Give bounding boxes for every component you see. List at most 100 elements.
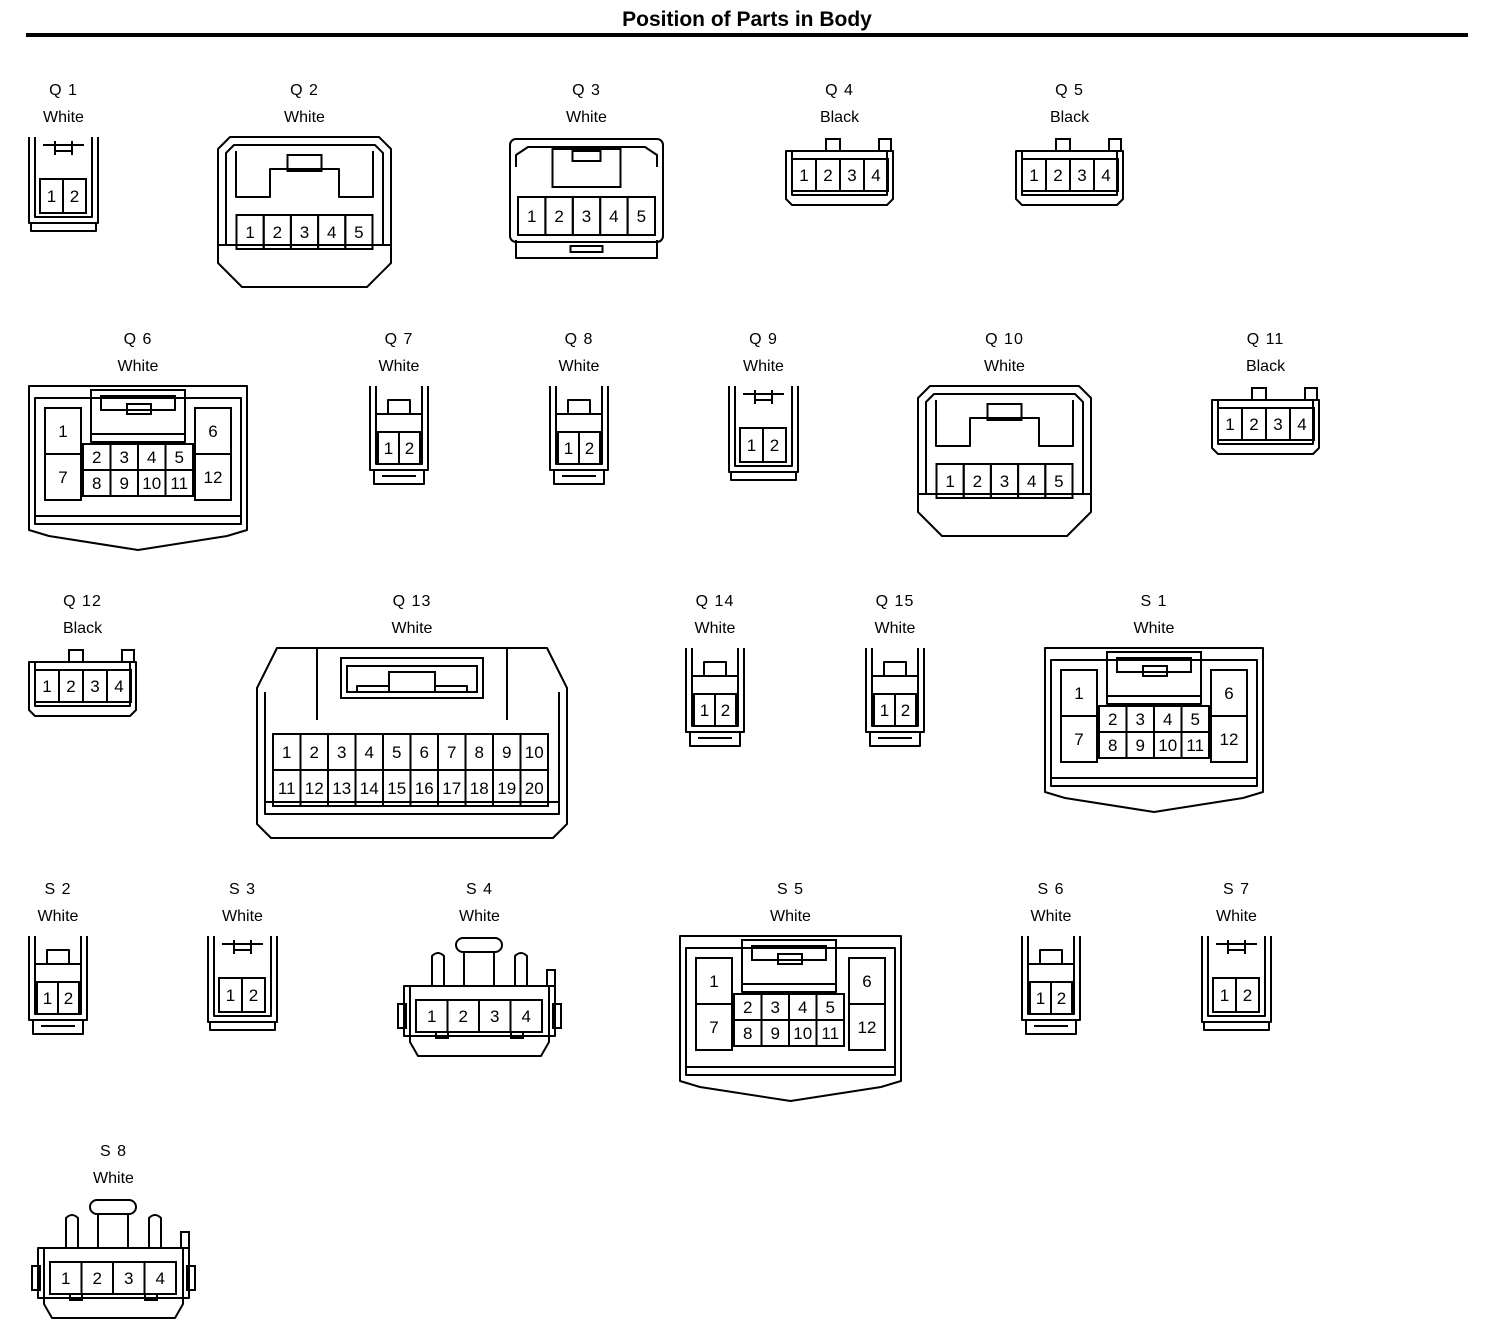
pin-number: 1 bbox=[384, 439, 393, 458]
connector-color: White bbox=[93, 1170, 134, 1187]
connector-housing bbox=[28, 385, 248, 551]
pin-cell bbox=[762, 427, 787, 463]
pin-number: 8 bbox=[475, 743, 484, 762]
pin-cell bbox=[106, 669, 132, 703]
connector-color: White bbox=[118, 358, 159, 375]
connector-color: White bbox=[222, 908, 263, 925]
title-rule bbox=[26, 33, 1468, 37]
pin-number: 4 bbox=[1101, 166, 1110, 185]
latch bbox=[46, 949, 70, 965]
connector-id: S 3 bbox=[229, 881, 256, 898]
pin-number: 6 bbox=[420, 743, 429, 762]
connector-housing bbox=[256, 647, 568, 839]
connector-id: S 7 bbox=[1223, 881, 1250, 898]
pin-number: 1 bbox=[799, 166, 808, 185]
pin-number: 1 bbox=[1036, 989, 1045, 1008]
pin-number: 2 bbox=[1057, 989, 1066, 1008]
pin-cell bbox=[241, 977, 266, 1013]
pin-number: 1 bbox=[1029, 166, 1038, 185]
connector-housing bbox=[1211, 399, 1320, 455]
pin-cell bbox=[62, 178, 87, 214]
pin-number: 11 bbox=[170, 474, 188, 493]
latch bbox=[455, 937, 503, 953]
pin-cell bbox=[1289, 407, 1315, 441]
pin-number: 1 bbox=[880, 701, 889, 720]
pin-number: 2 bbox=[554, 207, 563, 226]
pin-number: 3 bbox=[124, 1269, 133, 1288]
pin-number: 4 bbox=[798, 998, 807, 1017]
connector-id: S 2 bbox=[44, 881, 71, 898]
connector-color: White bbox=[984, 358, 1025, 375]
connector-color: White bbox=[459, 908, 500, 925]
latch bbox=[935, 400, 1074, 447]
pin-number: 1 bbox=[747, 436, 756, 455]
pin-number: 1 bbox=[1225, 415, 1234, 434]
pin-number: 2 bbox=[310, 743, 319, 762]
pin-number: 5 bbox=[354, 223, 363, 242]
pin-number: 2 bbox=[585, 439, 594, 458]
pin-number: 6 bbox=[862, 972, 871, 991]
pin-number: 1 bbox=[945, 472, 954, 491]
pin-number: 18 bbox=[470, 779, 489, 798]
pin-number: 1 bbox=[700, 701, 709, 720]
connector-id: Q 7 bbox=[385, 331, 414, 348]
pin-number: 1 bbox=[42, 677, 51, 696]
pin-number: 3 bbox=[1136, 710, 1145, 729]
pin-number: 12 bbox=[858, 1018, 877, 1037]
connector-id: S 8 bbox=[100, 1143, 127, 1160]
connector-id: Q 2 bbox=[290, 82, 319, 99]
pin-number: 5 bbox=[175, 448, 184, 467]
pin-number: 11 bbox=[278, 779, 296, 798]
pin-number: 10 bbox=[525, 743, 544, 762]
pin-number: 1 bbox=[709, 972, 718, 991]
pin-number: 1 bbox=[58, 422, 67, 441]
connector-id: Q 6 bbox=[124, 331, 153, 348]
connector-housing bbox=[917, 385, 1092, 537]
connector-housing bbox=[1021, 936, 1081, 1021]
pin-number: 2 bbox=[721, 701, 730, 720]
connector-color: Black bbox=[820, 109, 860, 126]
pin-cell bbox=[626, 196, 656, 236]
connector-housing bbox=[785, 150, 894, 206]
pin-number: 4 bbox=[522, 1007, 531, 1026]
pin-cell bbox=[1235, 977, 1260, 1013]
pin-number: 11 bbox=[1186, 736, 1204, 755]
pin-number: 7 bbox=[1074, 730, 1083, 749]
connector-id: S 5 bbox=[777, 881, 804, 898]
connector-color: White bbox=[566, 109, 607, 126]
connector-id: Q 12 bbox=[63, 593, 102, 610]
pin-number: 6 bbox=[1224, 684, 1233, 703]
pin-number: 5 bbox=[1054, 472, 1063, 491]
pin-number: 4 bbox=[365, 743, 374, 762]
latch bbox=[1106, 651, 1202, 697]
connector-id: Q 3 bbox=[572, 82, 601, 99]
connector-color: White bbox=[38, 908, 79, 925]
pin-number: 4 bbox=[147, 448, 156, 467]
pin-cell bbox=[57, 981, 80, 1015]
pin-number: 2 bbox=[64, 989, 73, 1008]
pin-cell bbox=[1180, 731, 1210, 759]
pin-number: 3 bbox=[90, 677, 99, 696]
connector-color: Black bbox=[1246, 358, 1286, 375]
pin-number: 1 bbox=[245, 223, 254, 242]
pin-cell bbox=[1060, 715, 1098, 763]
latch bbox=[1251, 387, 1267, 401]
pin-number: 3 bbox=[337, 743, 346, 762]
pin-number: 12 bbox=[204, 468, 223, 487]
connector-housing bbox=[1044, 647, 1264, 813]
connector-id: S 1 bbox=[1140, 593, 1167, 610]
pin-number: 3 bbox=[847, 166, 856, 185]
connector-housing bbox=[1015, 150, 1124, 206]
pin-number: 5 bbox=[826, 998, 835, 1017]
pin-number: 2 bbox=[405, 439, 414, 458]
connector-id: Q 5 bbox=[1055, 82, 1084, 99]
pin-number: 2 bbox=[973, 472, 982, 491]
connector-housing bbox=[28, 936, 88, 1021]
